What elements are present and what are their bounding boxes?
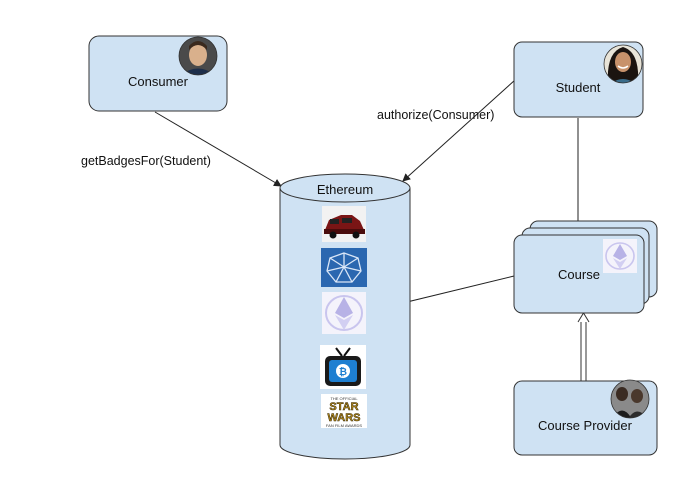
student-label: Student [556,80,601,95]
star-wars-bottom-text: FAN FILM AWARDS [326,423,362,428]
student-node: Student [513,41,644,118]
edge-consumer-to-ethereum [154,111,282,187]
course-provider-node: Course Provider [513,379,658,456]
car-badge-icon [322,206,366,242]
network-badge-icon [321,248,367,287]
consumer-node: Consumer [88,35,228,112]
course-provider-avatar [611,380,649,418]
star-wars-main1-text: STAR [329,401,358,413]
svg-text:₿: ₿ [339,366,347,378]
edge-label-authorize: authorize(Consumer) [377,108,494,122]
edge-student-to-ethereum [402,79,516,182]
star-wars-badge-icon: THE OFFICIAL STAR WARS FAN FILM AWARDS [321,394,367,428]
student-avatar [604,45,642,83]
course-provider-label: Course Provider [538,418,633,433]
edge-label-get-badges: getBadgesFor(Student) [81,154,211,168]
course-node: Course [513,220,658,314]
star-wars-top-text: THE OFFICIAL [330,396,358,401]
edge-provider-to-course [577,312,590,381]
star-wars-main2-text: WARS [328,412,361,424]
course-ethereum-badge-icon [603,239,637,273]
course-label: Course [558,267,600,282]
bitcoin-tv-badge-icon: ₿ [320,345,366,389]
consumer-label: Consumer [128,74,189,89]
ethereum-label: Ethereum [317,182,373,197]
ethereum-logo-badge-icon [322,292,366,334]
